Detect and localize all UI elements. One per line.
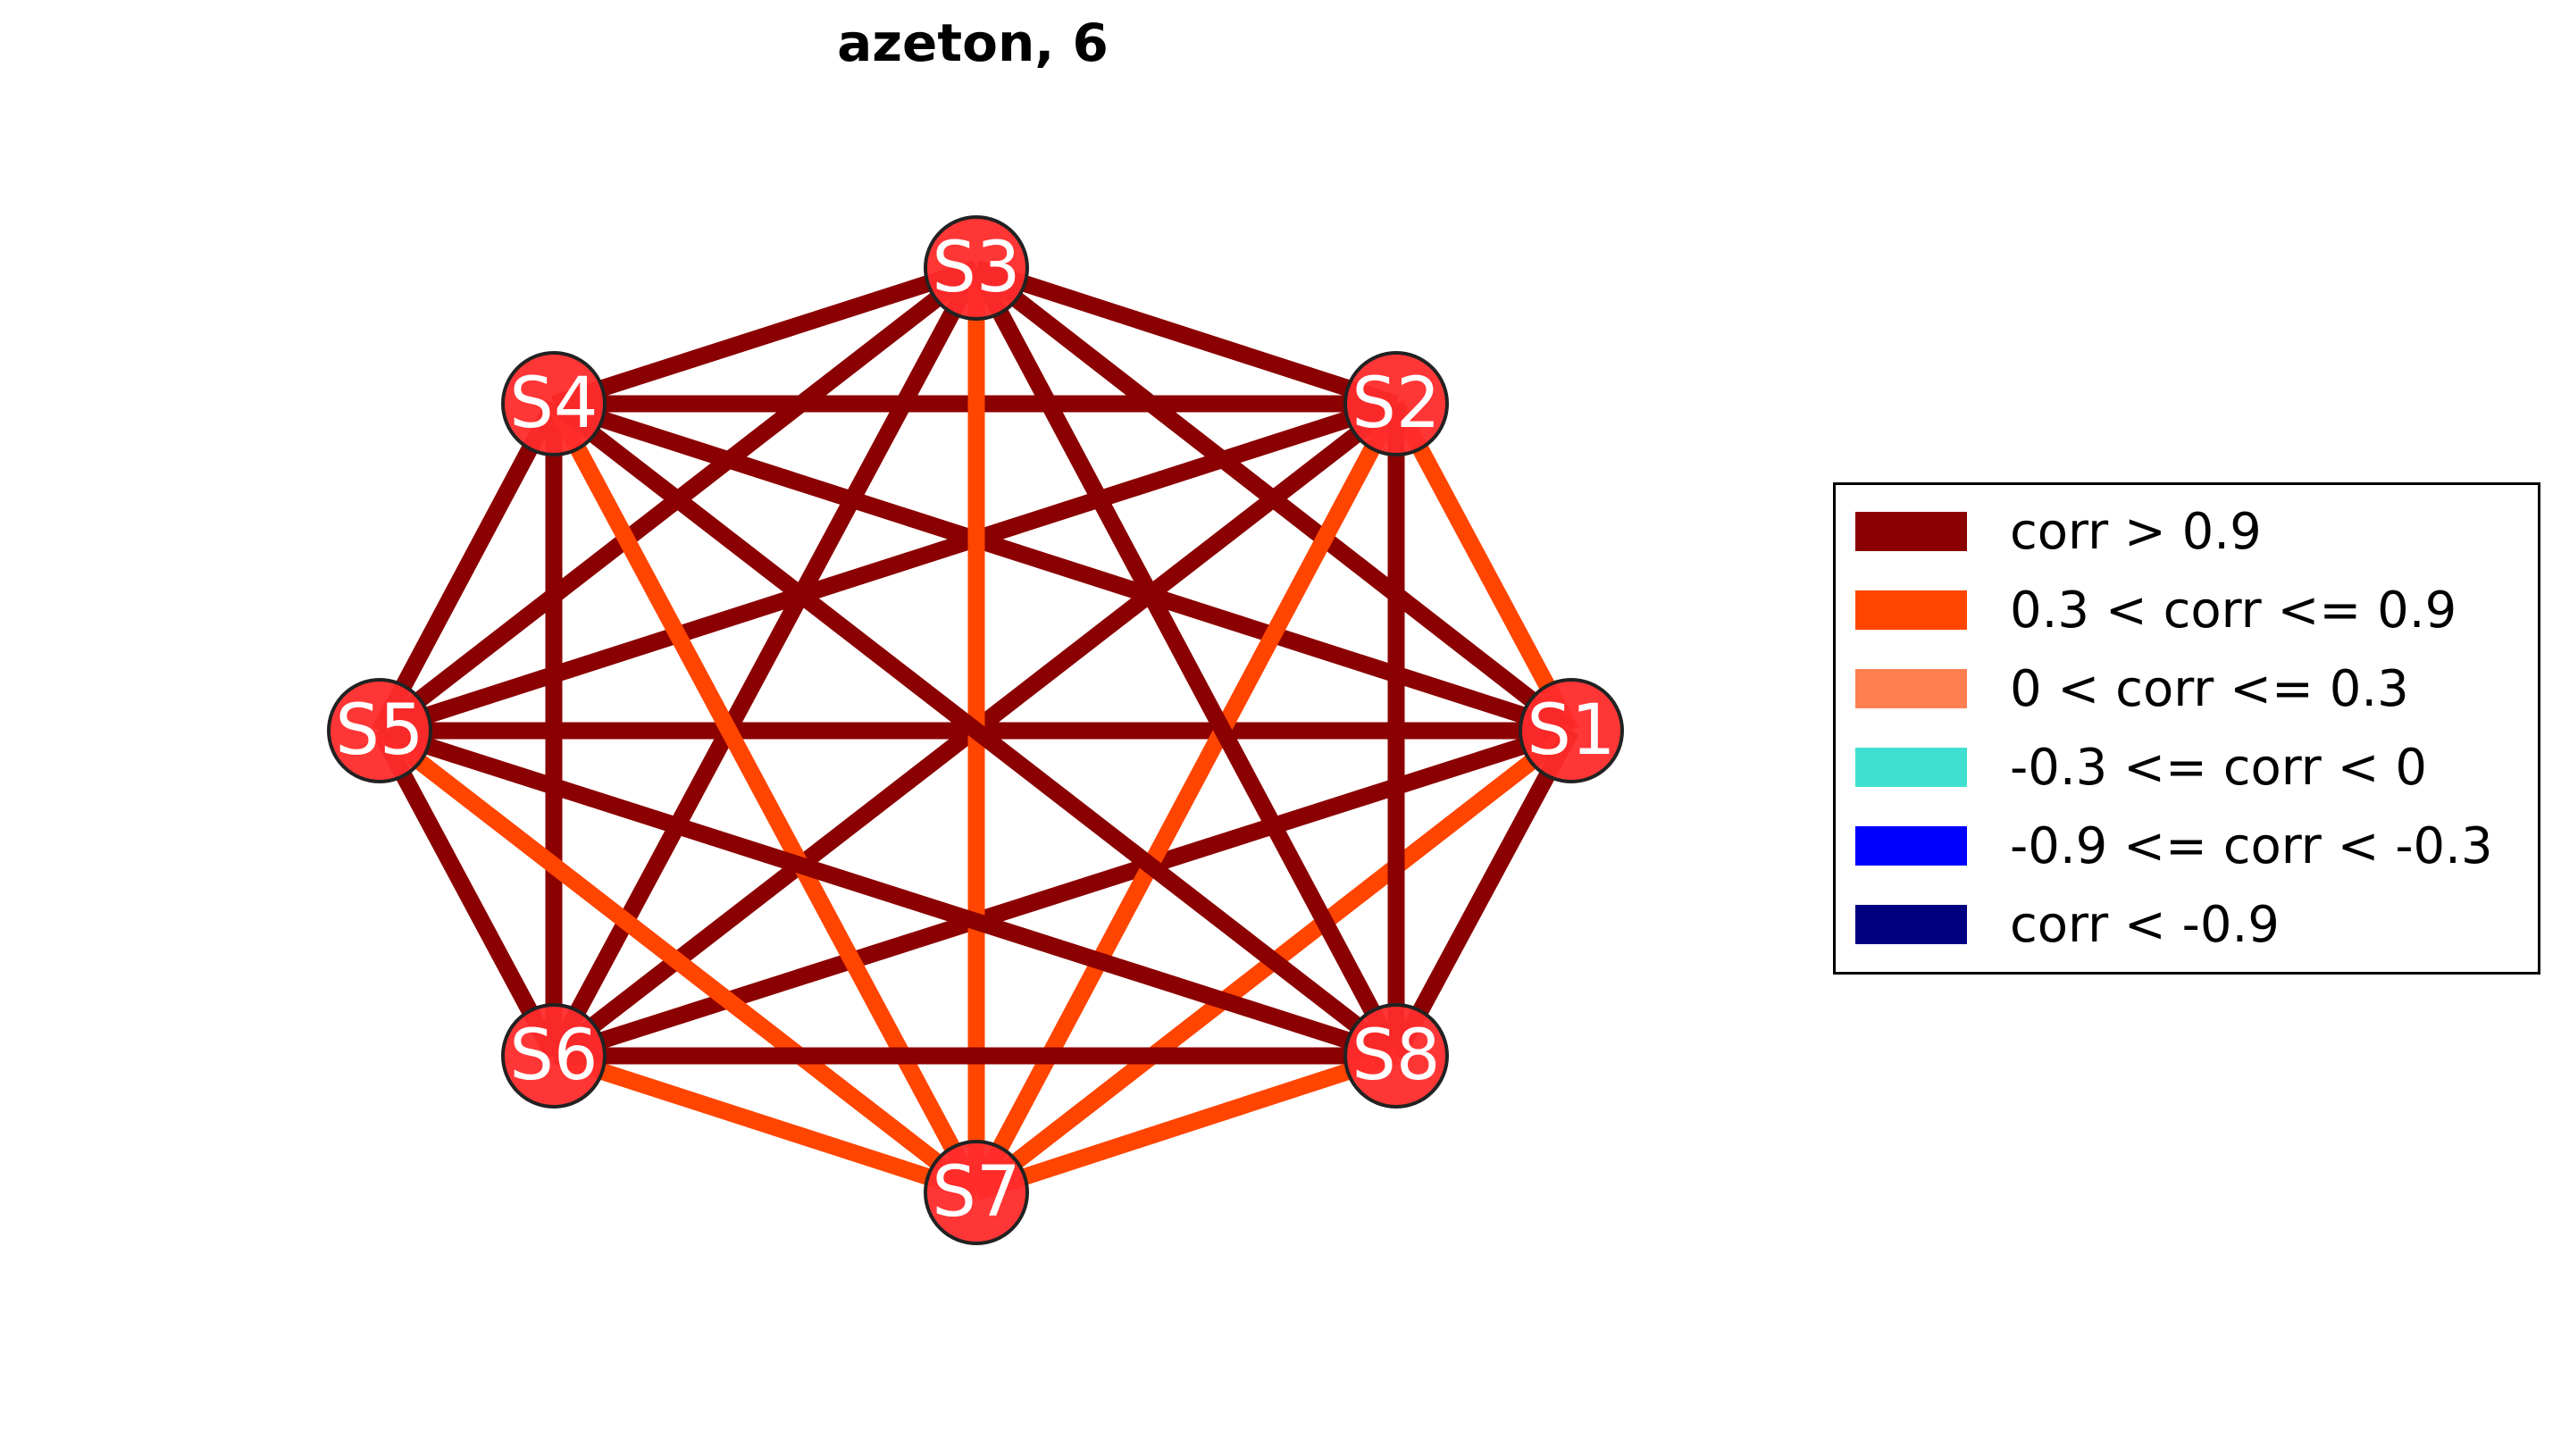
edge-s2-s3 bbox=[974, 259, 1399, 413]
edge-s5-s8 bbox=[377, 722, 1399, 1065]
node-circle bbox=[924, 1140, 1029, 1245]
legend-swatch bbox=[1855, 748, 1967, 787]
node-label: S8 bbox=[1352, 1016, 1440, 1096]
legend-label: 0 < corr <= 0.3 bbox=[2010, 659, 2409, 718]
legend-item: corr > 0.9 bbox=[1855, 502, 2262, 561]
node-s8: S8 bbox=[1343, 1003, 1449, 1109]
legend-label: 0.3 < corr <= 0.9 bbox=[2010, 581, 2457, 640]
node-s2: S2 bbox=[1343, 351, 1449, 456]
node-s4: S4 bbox=[501, 351, 607, 456]
legend-item: 0.3 < corr <= 0.9 bbox=[1855, 581, 2457, 640]
node-label: S5 bbox=[335, 690, 423, 771]
legend-swatch bbox=[1855, 826, 1967, 866]
node-circle bbox=[501, 1003, 607, 1109]
node-label: S4 bbox=[509, 364, 598, 444]
node-label: S6 bbox=[509, 1016, 598, 1096]
legend-item: -0.3 <= corr < 0 bbox=[1855, 738, 2427, 797]
legend-swatch bbox=[1855, 669, 1967, 708]
legend-label: corr > 0.9 bbox=[2010, 502, 2262, 561]
legend: corr > 0.9 0.3 < corr <= 0.9 0 < corr <= 0… bbox=[1833, 482, 2540, 975]
legend-swatch bbox=[1855, 905, 1967, 944]
node-s5: S5 bbox=[327, 678, 432, 783]
legend-item: 0 < corr <= 0.3 bbox=[1855, 659, 2409, 718]
edge-s5-s7 bbox=[374, 724, 982, 1200]
node-s1: S1 bbox=[1519, 678, 1624, 783]
legend-label: corr < -0.9 bbox=[2010, 895, 2280, 954]
legend-item: corr < -0.9 bbox=[1855, 895, 2280, 954]
edge-s1-s8 bbox=[1388, 726, 1579, 1060]
node-label: S1 bbox=[1527, 690, 1615, 771]
edge-s1-s2 bbox=[1388, 399, 1579, 735]
node-circle bbox=[1343, 351, 1449, 456]
node-circle bbox=[924, 215, 1029, 321]
legend-swatch bbox=[1855, 590, 1967, 630]
edge-s4-s8 bbox=[548, 397, 1402, 1063]
legend-label: -0.3 <= corr < 0 bbox=[2010, 738, 2427, 797]
edge-s6-s7 bbox=[551, 1047, 979, 1201]
node-label: S7 bbox=[932, 1152, 1020, 1233]
edge-s5-s6 bbox=[372, 726, 562, 1060]
node-s6: S6 bbox=[501, 1003, 607, 1109]
node-circle bbox=[501, 351, 607, 456]
edge-s4-s5 bbox=[372, 399, 562, 735]
edge-s3-s4 bbox=[551, 259, 979, 413]
edges-layer bbox=[372, 259, 1579, 1201]
node-circle bbox=[1519, 678, 1624, 783]
node-circle bbox=[1343, 1003, 1449, 1109]
chart-title: azeton, 6 bbox=[837, 13, 1109, 73]
node-s7: S7 bbox=[924, 1140, 1029, 1245]
node-circle bbox=[327, 678, 432, 783]
node-s3: S3 bbox=[924, 215, 1029, 321]
legend-label: -0.9 <= corr < -0.3 bbox=[2010, 816, 2493, 875]
legend-swatch bbox=[1855, 512, 1967, 551]
edge-s7-s8 bbox=[974, 1047, 1399, 1201]
edge-s3-s8 bbox=[968, 264, 1404, 1060]
node-label: S3 bbox=[932, 228, 1020, 308]
node-label: S2 bbox=[1352, 364, 1440, 444]
legend-item: -0.9 <= corr < -0.3 bbox=[1855, 816, 2493, 875]
